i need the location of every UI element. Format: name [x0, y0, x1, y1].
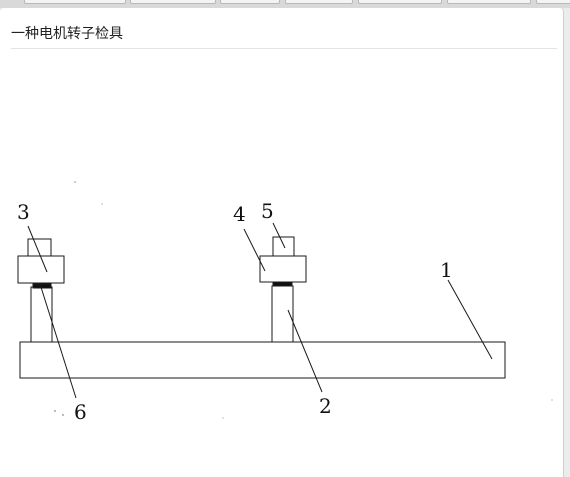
- tab[interactable]: [24, 0, 126, 4]
- leader-line-5: [272, 222, 286, 249]
- tab[interactable]: [536, 0, 570, 4]
- leader-line-3: [27, 225, 48, 273]
- leader-line-1: [447, 279, 493, 360]
- callout-label-4: 4: [233, 202, 246, 226]
- left-support-column: [30, 286, 53, 343]
- scrollbar-track[interactable]: [564, 8, 570, 477]
- left-clamp-block: [17, 255, 65, 284]
- leader-line-2: [287, 309, 323, 393]
- tab[interactable]: [447, 0, 531, 4]
- base-plate: [19, 341, 506, 379]
- right-top-pin: [272, 236, 295, 257]
- leader-line-4: [243, 228, 266, 272]
- left-dark-pad: [32, 283, 52, 289]
- title-divider: [11, 48, 557, 49]
- right-clamp-block: [259, 255, 307, 283]
- callout-label-3: 3: [17, 200, 30, 224]
- callout-label-1: 1: [440, 258, 453, 282]
- callout-label-5: 5: [261, 199, 274, 223]
- page-title: 一种电机转子检具: [11, 26, 123, 42]
- tab[interactable]: [358, 0, 442, 4]
- leader-line-6: [39, 283, 77, 399]
- tab[interactable]: [220, 0, 280, 4]
- tab[interactable]: [130, 0, 216, 4]
- right-dark-pad: [272, 281, 293, 287]
- left-top-pin: [27, 238, 52, 257]
- browser-tab-strip: [0, 0, 570, 8]
- callout-label-2: 2: [319, 394, 332, 418]
- tab[interactable]: [285, 0, 353, 4]
- callout-label-6: 6: [74, 400, 87, 424]
